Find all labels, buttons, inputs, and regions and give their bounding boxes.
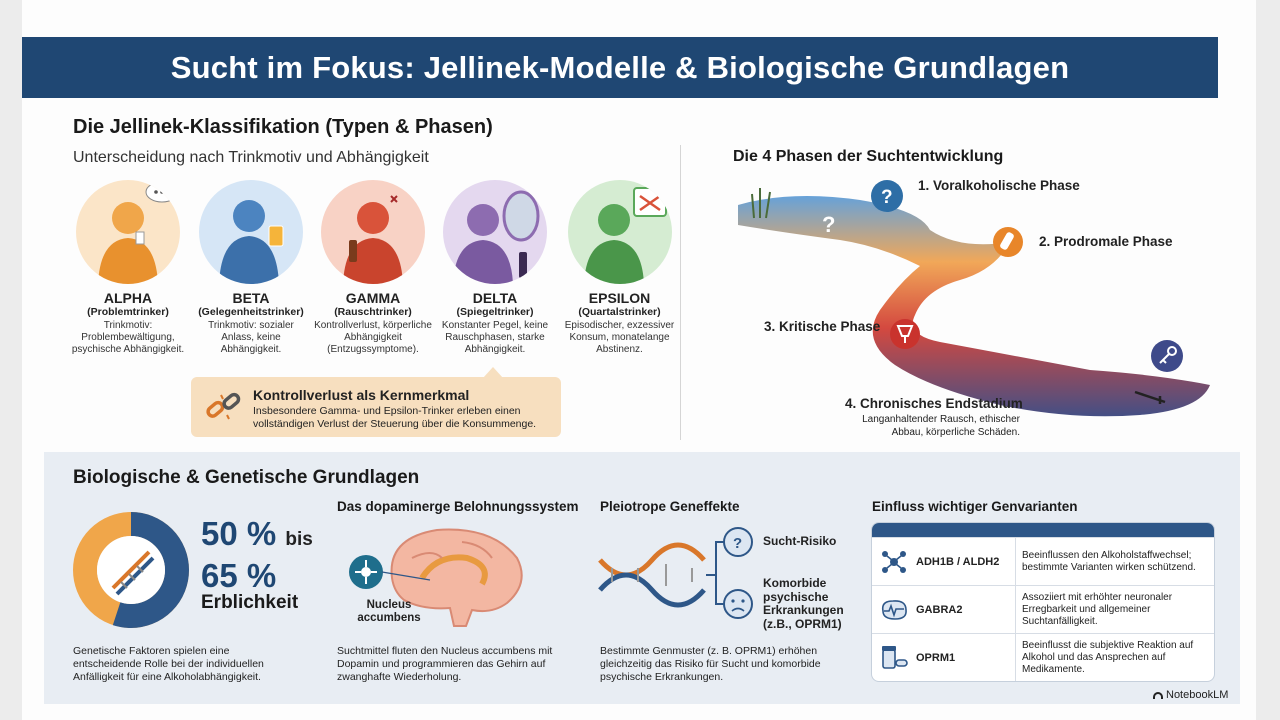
- type-desc: Trinkmotiv: Problembewältigung, psychisc…: [71, 320, 185, 355]
- type-epsilon: EPSILON (Quartalstrinker) Episodischer, …: [557, 180, 682, 356]
- brain-wave-icon: [872, 597, 916, 623]
- gene-desc: Assoziiert mit erhöhter neuronaler Erreg…: [1022, 591, 1173, 627]
- bottle-icon: [993, 227, 1023, 257]
- dopamine-text: Suchtmittel fluten den Nucleus accumbens…: [337, 645, 553, 683]
- phase-2-label: 2. Prodromale Phase: [1039, 234, 1173, 249]
- type-sub: (Problemtrinker): [87, 306, 169, 318]
- phase-3-label: 3. Kritische Phase: [764, 319, 881, 334]
- section-divider: [680, 145, 681, 440]
- person-drunk-icon: [321, 180, 425, 284]
- svg-text:?: ?: [822, 212, 835, 237]
- heritability-donut: [73, 512, 189, 628]
- type-beta: BETA (Gelegenheitstrinker) Trinkmotiv: s…: [192, 180, 310, 356]
- key-icon: [1151, 340, 1183, 372]
- gene-name: ADH1B / ALDH2: [916, 538, 1016, 585]
- footer-label: NotebookLM: [1166, 689, 1229, 701]
- phase-4-label: 4. Chronisches Endstadium: [845, 396, 1023, 411]
- heritability-label: Erblichkeit: [201, 592, 299, 613]
- sucht-risiko-label: Sucht-Risiko: [763, 534, 837, 548]
- callout-text: Insbesondere Gamma- und Epsilon-Trinker …: [253, 405, 537, 430]
- broken-chain-icon: [203, 387, 243, 432]
- type-name: GAMMA: [345, 290, 401, 306]
- type-name: ALPHA: [103, 290, 153, 306]
- kontrollverlust-callout: Kontrollverlust als Kernmerkmal Insbeson…: [191, 377, 561, 437]
- type-name: EPSILON: [588, 290, 651, 306]
- genes-heading: Einfluss wichtiger Genvarianten: [872, 499, 1078, 514]
- gene-desc: Beeinflussen den Alkoholstaffwechsel; be…: [1022, 549, 1196, 573]
- komorbide-label: Komorbide psychische Erkrankungen (z.B.,…: [763, 576, 844, 631]
- notebooklm-logo-icon: [1153, 691, 1163, 699]
- gene-desc: Beeinflusst die subjektive Reaktion auf …: [1022, 639, 1194, 675]
- type-desc: Kontrollverlust, körperliche Abhängigkei…: [314, 320, 432, 355]
- question-icon: ?: [871, 180, 903, 212]
- dopamine-heading: Das dopaminerge Belohnungssystem: [337, 499, 579, 514]
- type-desc: Episodischer, exzessiver Konsum, monatel…: [564, 320, 675, 355]
- person-thinking-icon: [76, 180, 180, 284]
- dna-branch-diagram: ?: [598, 527, 753, 619]
- jellinek-subheading: Unterscheidung nach Trinkmotiv und Abhän…: [73, 149, 429, 166]
- addiction-river: ? ?: [738, 180, 1210, 417]
- jellinek-heading: Die Jellinek-Klassifikation (Typen & Pha…: [73, 116, 493, 138]
- person-mirror-icon: [443, 180, 547, 284]
- person-beer-icon: [199, 180, 303, 284]
- phases-heading: Die 4 Phasen der Suchtentwicklung: [733, 148, 1004, 165]
- dna-helix-icon: [598, 542, 706, 608]
- type-sub: (Quartalstrinker): [578, 306, 661, 318]
- broken-glass-icon: [890, 319, 920, 349]
- gene-name: OPRM1: [916, 634, 1016, 681]
- type-alpha: ALPHA (Problemtrinker) Trinkmotiv: Probl…: [69, 180, 187, 356]
- page-title: Sucht im Fokus: Jellinek-Modelle & Biolo…: [22, 37, 1218, 98]
- heritability-bis: bis: [285, 529, 313, 550]
- type-desc: Konstanter Pegel, keine Rauschphasen, st…: [441, 320, 549, 355]
- table-row: ADH1B / ALDH2 Beeinflussen den Alkoholst…: [872, 537, 1214, 585]
- heritability-low: 50 %: [201, 515, 277, 552]
- table-row: GABRA2 Assoziiert mit erhöhter neuronale…: [872, 585, 1214, 633]
- neuron-icon: [349, 555, 383, 589]
- heritability-text: Genetische Faktoren spielen eine entsche…: [73, 645, 264, 683]
- pleiotropy-heading: Pleiotrope Geneffekte: [600, 499, 740, 514]
- type-name: BETA: [232, 290, 270, 306]
- type-name: DELTA: [472, 290, 518, 306]
- question-bubble-icon: ?: [723, 527, 753, 557]
- sad-face-icon: [723, 589, 753, 619]
- brain-icon: [349, 528, 523, 627]
- medication-icon: [872, 644, 916, 672]
- callout-title: Kontrollverlust als Kernmerkmal: [253, 387, 470, 403]
- phase-4-desc: Langanhaltender Rausch, ethischer Abbau,…: [862, 414, 1020, 438]
- callout-pointer: [483, 367, 503, 378]
- gene-variants-table: ADH1B / ALDH2 Beeinflussen den Alkoholst…: [871, 522, 1215, 682]
- heritability-high: 65 %: [201, 557, 277, 594]
- type-delta: DELTA (Spiegeltrinker) Konstanter Pegel,…: [436, 180, 554, 356]
- phase-1-label: 1. Voralkoholische Phase: [918, 178, 1080, 193]
- type-sub: (Spiegeltrinker): [456, 306, 534, 318]
- type-sub: (Gelegenheitstrinker): [198, 306, 304, 318]
- footer-brand: NotebookLM: [1153, 689, 1228, 701]
- type-sub: (Rauschtrinker): [334, 306, 412, 318]
- heritability-value: 50 % bis 65 %: [201, 516, 313, 594]
- table-header-bar: [872, 523, 1214, 537]
- table-row: OPRM1 Beeinflusst die subjektive Reaktio…: [872, 633, 1214, 681]
- pleiotropy-text: Bestimmte Genmuster (z. B. OPRM1) erhöhe…: [600, 645, 821, 683]
- nucleus-accumbens-label: Nucleus accumbens: [357, 599, 421, 624]
- type-desc: Trinkmotiv: sozialer Anlass, keine Abhän…: [208, 320, 294, 355]
- type-gamma: GAMMA (Rauschtrinker) Kontrollverlust, k…: [314, 180, 432, 356]
- svg-text:?: ?: [733, 535, 742, 552]
- person-calendar-icon: [567, 180, 672, 284]
- biology-heading: Biologische & Genetische Grundlagen: [73, 467, 420, 488]
- svg-text:?: ?: [881, 187, 893, 208]
- dna-icon: [111, 550, 155, 596]
- molecule-icon: [872, 548, 916, 576]
- gene-name: GABRA2: [916, 586, 1016, 633]
